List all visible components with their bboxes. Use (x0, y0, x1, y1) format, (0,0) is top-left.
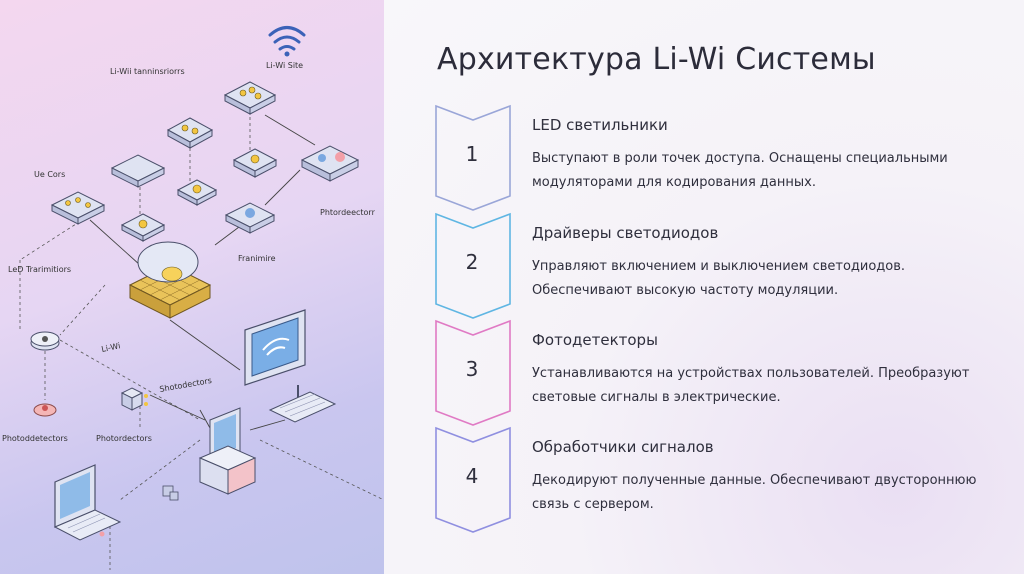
step-1: 1 LED светильники Выступают в роли точек… (434, 104, 1024, 211)
step-description-line: Выступают в роли точек доступа. Оснащены… (532, 151, 948, 166)
step-title: LED светильники (532, 116, 668, 134)
monitor-device (244, 309, 337, 423)
wifi-icon (268, 26, 306, 51)
label-shotodectors: Shotodectors (159, 376, 213, 394)
step-number: 1 (465, 142, 479, 166)
label-liwi: Li-Wi (101, 341, 122, 354)
step-description-line: световые сигналы в электрические. (532, 390, 781, 405)
chevron-down-icon (435, 426, 511, 533)
central-hub (128, 241, 212, 319)
step-number: 3 (465, 357, 479, 381)
step-description-line: Управляют включением и выключением свето… (532, 259, 906, 274)
label-photodetectors-b: Photordectors (96, 434, 152, 443)
step-number: 2 (465, 250, 479, 274)
round-sensor (30, 331, 60, 351)
step-description-line: Декодируют полученные данные. Обеспечива… (532, 473, 977, 488)
step-3: 3 Фотодетекторы Устанавливаются на устро… (434, 319, 1024, 426)
photodetector-device (33, 403, 57, 417)
step-description: Декодируют полученные данные. Обеспечива… (532, 469, 992, 517)
network-diagram: Li-Wi Site Li-Wii tanninsriorrs Ue Cors … (2, 26, 384, 570)
small-accessory (162, 485, 179, 501)
step-title: Фотодетекторы (532, 331, 658, 349)
label-led-transmitters: LeD Trarimitiors (8, 265, 71, 274)
content-panel (384, 0, 1024, 574)
slide-title: Архитектура Li-Wi Системы (437, 42, 876, 77)
label-photodetectors-a: Photoddetectors (2, 434, 68, 443)
label-franimire: Franimire (238, 254, 276, 263)
laptop-device (53, 464, 122, 541)
tablet-device (198, 407, 257, 495)
sensor-box (120, 387, 148, 411)
chevron-down-icon (435, 212, 511, 319)
step-description-line: модуляторами для кодирования данных. (532, 175, 816, 190)
led-node-tiles (50, 81, 360, 242)
architecture-illustration: Li-Wi Site Li-Wii tanninsriorrs Ue Cors … (0, 0, 384, 574)
step-description-line: Устанавливаются на устройствах пользоват… (532, 366, 970, 381)
step-title: Драйверы светодиодов (532, 224, 719, 242)
chevron-down-icon (435, 104, 511, 211)
step-2: 2 Драйверы светодиодов Управляют включен… (434, 212, 1024, 319)
step-description-line: связь с сервером. (532, 497, 654, 512)
step-description-line: Обеспечивают высокую частоту модуляции. (532, 283, 839, 298)
label-transmitters-top: Li-Wii tanninsriorrs (110, 67, 185, 76)
step-description: Выступают в роли точек доступа. Оснащены… (532, 147, 992, 195)
step-description: Устанавливаются на устройствах пользоват… (532, 362, 992, 410)
step-title: Обработчики сигналов (532, 438, 714, 456)
chevron-down-icon (435, 319, 511, 426)
step-4: 4 Обработчики сигналов Декодируют получе… (434, 426, 1024, 533)
step-number: 4 (465, 464, 479, 488)
label-ue-cors: Ue Cors (34, 170, 65, 179)
label-site: Li-Wi Site (266, 61, 303, 70)
step-description: Управляют включением и выключением свето… (532, 255, 992, 303)
label-photodetector-right: Phtordeectorr (320, 208, 376, 217)
